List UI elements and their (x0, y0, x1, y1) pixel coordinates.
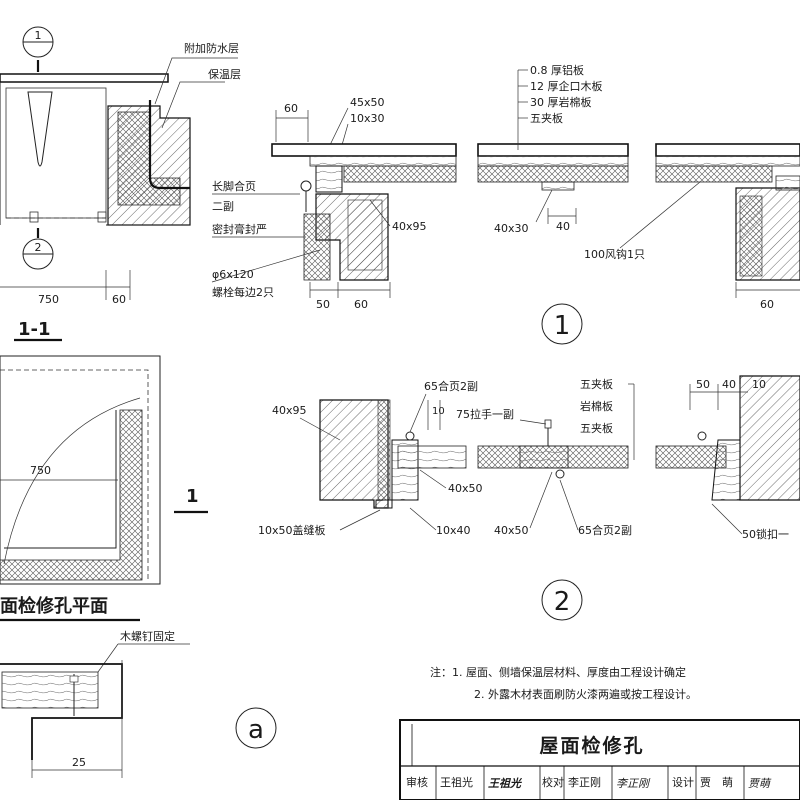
detail-a-letter: a (248, 715, 264, 745)
designer-name: 贾 萌 (700, 775, 733, 789)
cut-marker-1-label: 1 (35, 29, 42, 42)
dim-40x50-b: 40x50 (494, 524, 529, 537)
dim-40-detail2: 40 (722, 378, 736, 391)
dim-40-detail1: 40 (556, 220, 570, 233)
dim-40x95-detail2: 40x95 (272, 404, 307, 417)
label-wind-hook: 100风钩1只 (584, 247, 645, 261)
label-insulation-layer: 保温层 (208, 67, 241, 81)
label-bolts-each-side: 螺栓每边2只 (212, 285, 274, 299)
label-rockwool: 岩棉板 (580, 399, 613, 413)
label-sealant: 密封膏封严 (212, 222, 267, 236)
dim-50-detail1: 50 (316, 298, 330, 311)
label-tongue-groove-board: 12 厚企口木板 (530, 79, 603, 93)
label-plywood-1: 五夹板 (580, 377, 613, 391)
review-label: 审核 (406, 775, 428, 789)
checker-name: 李正刚 (568, 775, 601, 789)
label-aluminium-sheet: 0.8 厚铝板 (530, 63, 584, 77)
dim-40x30: 40x30 (494, 222, 529, 235)
detail-2-number: 2 (554, 587, 571, 617)
label-65-hinge-top: 65合页2副 (424, 379, 478, 393)
detail-1-marker (541, 303, 583, 345)
label-65-hinge-bottom: 65合页2副 (578, 523, 632, 537)
notes: 注：1. 屋面、侧墙保温层材料、厚度由工程设计确定 2. 外露木材表面刷防火漆两… (430, 665, 697, 701)
label-75-handle: 75拉手一副 (456, 407, 514, 421)
label-latch: 50锁扣一 (742, 527, 789, 541)
title-block: 屋面检修孔 审核 王祖光 王祖光 校对 李正刚 李正刚 设计 贾 萌 贾萌 (399, 719, 800, 800)
label-plywood-top: 五夹板 (530, 111, 563, 125)
label-rockwool-30: 30 厚岩棉板 (530, 95, 592, 109)
dim-10-detail2a: 10 (432, 406, 445, 417)
dim-45x50: 45x50 (350, 96, 385, 109)
detail-a-marker (235, 707, 277, 749)
note-1: 注：1. 屋面、侧墙保温层材料、厚度由工程设计确定 (430, 665, 686, 679)
design-label: 设计 (672, 776, 694, 789)
section-1-1-title: 1-1 (18, 319, 51, 340)
label-additional-waterproof-layer: 附加防水层 (184, 41, 239, 55)
dim-60-detail1-right: 60 (760, 298, 774, 311)
detail-1-number: 1 (554, 311, 571, 341)
label-bolt-size: φ6x120 (212, 268, 254, 281)
drawing-title: 屋面检修孔 (539, 734, 644, 757)
dim-750-section: 750 (38, 293, 59, 306)
dim-50-detail2: 50 (696, 378, 710, 391)
detail-2: 40x95 65合页2副 75拉手一副 10 五夹板 岩棉板 五夹板 40x50… (258, 375, 800, 621)
checker-signature: 李正刚 (616, 777, 651, 790)
detail-2-marker (541, 579, 583, 621)
designer-signature: 贾萌 (748, 777, 772, 790)
reviewer-signature: 王祖光 (488, 777, 523, 790)
check-label: 校对 (542, 775, 564, 789)
label-plywood-2: 五夹板 (580, 421, 613, 435)
label-two-pairs: 二副 (212, 200, 234, 213)
dim-60-lid: 60 (284, 102, 298, 115)
hatch-plan: 750 面检修孔平面 1 (0, 355, 208, 622)
detail-1: 60 45x50 10x30 0.8 厚铝板 12 (211, 63, 800, 345)
cut-marker-2-label: 2 (35, 241, 42, 254)
dim-10-detail2b: 10 (752, 378, 766, 391)
section-1-1: 1 2 附加防水层 保温层 750 60 1-1 (0, 26, 241, 342)
cut-symbol-1: 1 (186, 486, 199, 507)
reviewer-name: 王祖光 (440, 775, 473, 789)
label-long-hinge: 长脚合页 (212, 179, 256, 193)
note-2: 2. 外露木材表面刷防火漆两遍或按工程设计。 (474, 687, 697, 701)
label-cover-strip: 10x50盖缝板 (258, 523, 326, 537)
dim-40x95-detail1: 40x95 (392, 220, 427, 233)
dim-750-plan: 750 (30, 464, 51, 477)
dim-10x30: 10x30 (350, 112, 385, 125)
dim-25: 25 (72, 756, 86, 769)
dim-40x50-a: 40x50 (448, 482, 483, 495)
dim-10x40: 10x40 (436, 524, 471, 537)
dim-60-section: 60 (112, 293, 126, 306)
label-wood-screw: 木螺钉固定 (120, 629, 175, 643)
dim-60-detail1-left: 60 (354, 298, 368, 311)
plan-title: 面检修孔平面 (0, 595, 108, 617)
detail-a: 木螺钉固定 25 a (0, 629, 277, 778)
